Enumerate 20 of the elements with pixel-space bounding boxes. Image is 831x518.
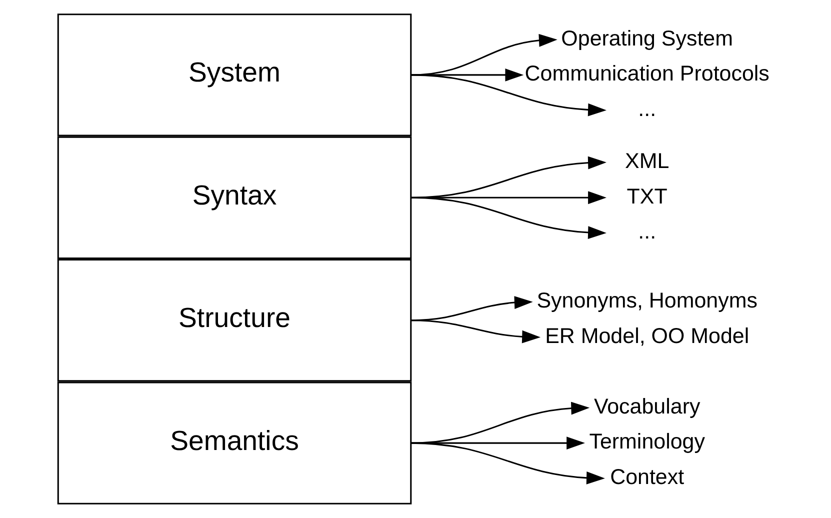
node-box: Structure: [57, 259, 412, 382]
node-box: Semantics: [57, 382, 412, 504]
node-text: Operating System: [561, 26, 734, 50]
node-text: Terminology: [589, 430, 705, 454]
node-text: XML: [625, 149, 670, 174]
arrow: [410, 402, 590, 444]
node-text: Vocabulary: [594, 394, 700, 418]
node-text: ...: [638, 220, 656, 244]
node-text: TXT: [626, 184, 668, 208]
node-text: Synonyms, Homonyms: [536, 288, 758, 313]
node-text: Context: [610, 465, 684, 489]
node-box: System: [57, 14, 412, 136]
arrow: [410, 442, 605, 484]
arrow: [410, 196, 606, 239]
node-text: ...: [638, 96, 656, 121]
arrow: [410, 320, 541, 344]
arrow: [410, 74, 606, 116]
node-text: Communication Protocols: [524, 62, 770, 86]
node-box: Syntax: [57, 136, 412, 259]
node-text: ER Model, OO Model: [545, 324, 750, 348]
